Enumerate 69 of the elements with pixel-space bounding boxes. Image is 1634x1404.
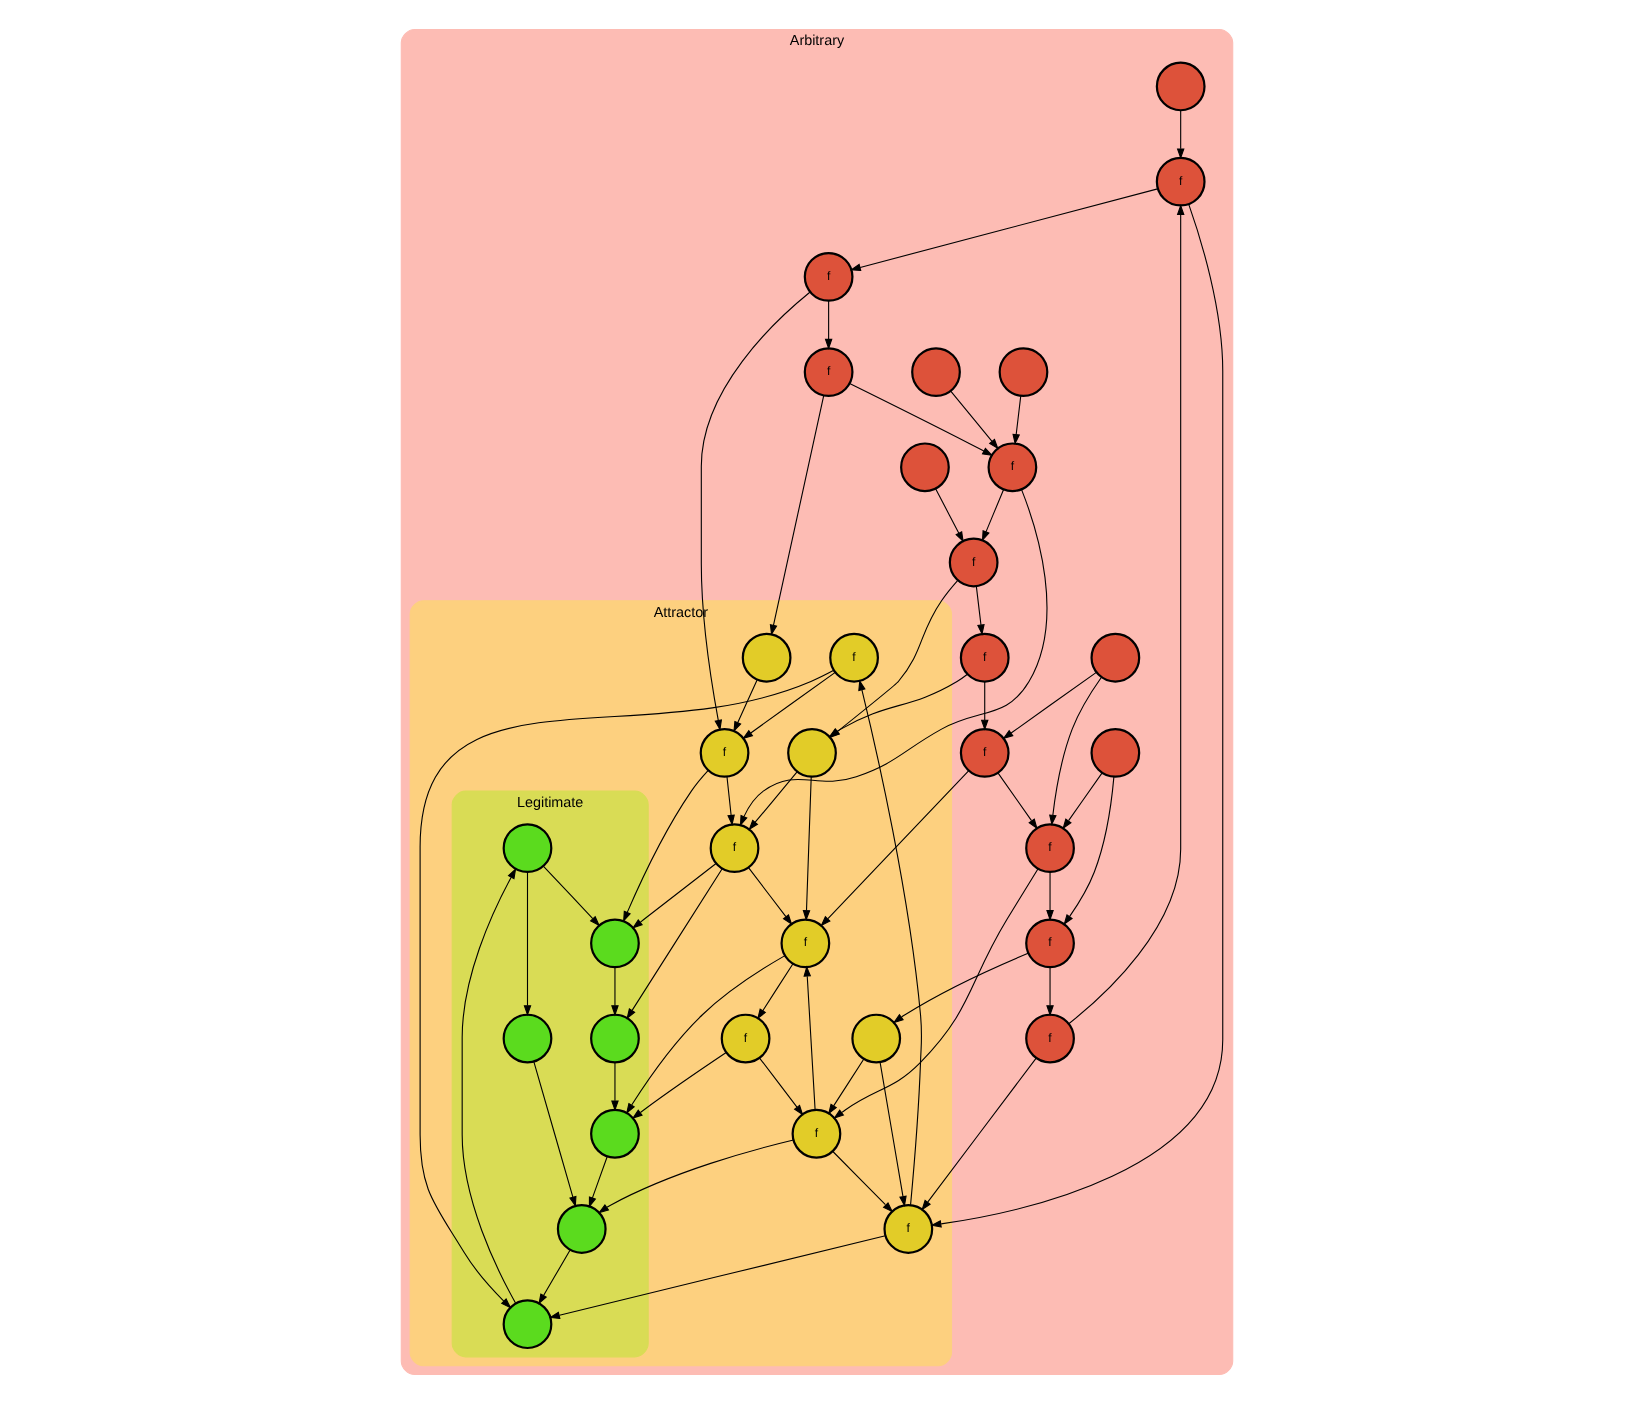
arrow bbox=[626, 868, 723, 1020]
arrow bbox=[1012, 395, 1022, 446]
node-circle bbox=[1155, 61, 1206, 112]
arrow bbox=[742, 671, 836, 740]
node-circle bbox=[556, 1204, 607, 1254]
arrow bbox=[1002, 671, 1097, 740]
arrow bbox=[950, 390, 999, 450]
node-circle bbox=[590, 1013, 640, 1064]
arrow bbox=[543, 865, 601, 927]
arrow bbox=[921, 1057, 1037, 1211]
arrow bbox=[980, 681, 989, 731]
arrow bbox=[1176, 110, 1185, 160]
arrow bbox=[858, 679, 923, 1206]
arrow bbox=[757, 963, 794, 1020]
node-circle bbox=[787, 728, 837, 778]
arrow bbox=[631, 1051, 727, 1120]
arrow bbox=[733, 679, 758, 733]
arrow bbox=[748, 771, 798, 831]
arrow bbox=[625, 955, 786, 1115]
arrow bbox=[824, 300, 833, 350]
arrow bbox=[759, 1057, 804, 1116]
arrow bbox=[631, 862, 717, 929]
arrow bbox=[623, 770, 709, 923]
arrow bbox=[849, 383, 994, 457]
arrow bbox=[1049, 676, 1102, 826]
arrow bbox=[461, 867, 517, 1304]
node-circle bbox=[590, 1108, 640, 1159]
arrow bbox=[803, 965, 816, 1111]
arrow bbox=[833, 868, 1039, 1119]
arrow bbox=[747, 867, 793, 926]
arrow bbox=[930, 203, 1224, 1228]
node-circle bbox=[998, 347, 1049, 397]
node-circle bbox=[900, 442, 950, 493]
arrow bbox=[611, 1062, 619, 1112]
arrow bbox=[981, 488, 1005, 542]
arrow bbox=[523, 871, 532, 1017]
arrow bbox=[827, 1058, 865, 1115]
node-circle bbox=[911, 347, 961, 397]
node-circle bbox=[741, 632, 792, 683]
arrow bbox=[849, 188, 1159, 272]
arrow bbox=[997, 772, 1038, 830]
arrow bbox=[769, 394, 825, 636]
node-circle bbox=[502, 823, 553, 874]
arrow bbox=[739, 489, 1048, 827]
arrow bbox=[1068, 204, 1185, 1025]
arrow bbox=[533, 1061, 577, 1208]
arrow bbox=[1046, 871, 1054, 922]
node-circle bbox=[1090, 728, 1141, 778]
arrow bbox=[548, 1235, 886, 1319]
arrow bbox=[538, 1249, 571, 1305]
arrow bbox=[975, 586, 985, 636]
arrow bbox=[588, 1155, 608, 1208]
arrow bbox=[419, 669, 835, 1309]
arrow bbox=[1046, 966, 1054, 1017]
node-circle bbox=[590, 918, 640, 969]
node-circle bbox=[502, 1013, 553, 1064]
arrow bbox=[611, 966, 619, 1017]
node-circle bbox=[1090, 632, 1141, 683]
arrow bbox=[879, 1061, 907, 1208]
arrow bbox=[598, 1139, 795, 1214]
arrow bbox=[935, 488, 964, 543]
arrow bbox=[700, 291, 811, 731]
arrow bbox=[832, 1150, 894, 1213]
arrow bbox=[802, 776, 812, 922]
arrow bbox=[1063, 776, 1115, 926]
arrow bbox=[892, 952, 1029, 1024]
arrow bbox=[726, 776, 735, 826]
arrow bbox=[820, 770, 970, 927]
arrow bbox=[1062, 772, 1103, 830]
